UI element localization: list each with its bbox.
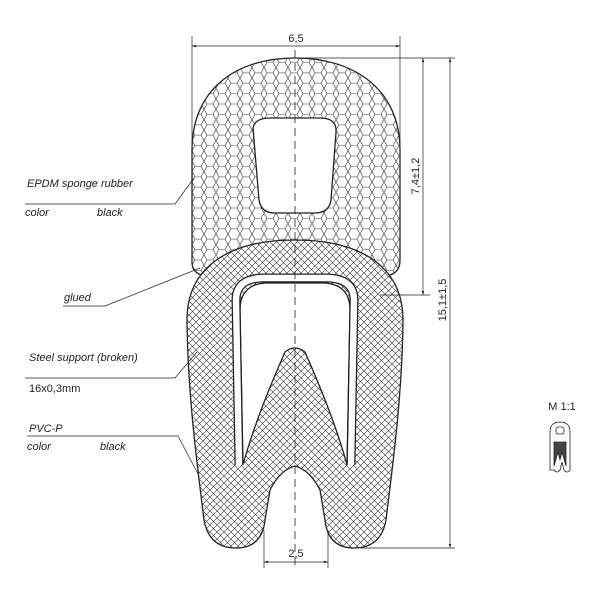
- glued-label: glued: [64, 292, 92, 304]
- steel-label: Steel support (broken): [29, 352, 138, 364]
- dimension-total-height: 15,1±1,5: [437, 279, 449, 322]
- steel-size: 16x0,3mm: [29, 383, 80, 395]
- pvc-color-label: color: [27, 441, 52, 453]
- dimension-bulb-height: 7,4±1,2: [410, 158, 422, 195]
- epdm-color-label: color: [25, 207, 50, 219]
- epdm-label: EPDM sponge rubber: [27, 178, 134, 190]
- dimension-lines: [191, 36, 455, 568]
- pvc-color-value: black: [100, 441, 126, 453]
- scale-label: M 1:1: [548, 401, 576, 413]
- leader-lines: [25, 177, 201, 475]
- dimension-width: 6,5: [288, 33, 303, 45]
- scale-thumbnail: [549, 421, 571, 473]
- epdm-color-value: black: [97, 207, 123, 219]
- epdm-sponge-bulb: [191, 57, 401, 277]
- dimension-gap: 2,5: [288, 548, 303, 560]
- pvc-label: PVC-P: [29, 423, 63, 435]
